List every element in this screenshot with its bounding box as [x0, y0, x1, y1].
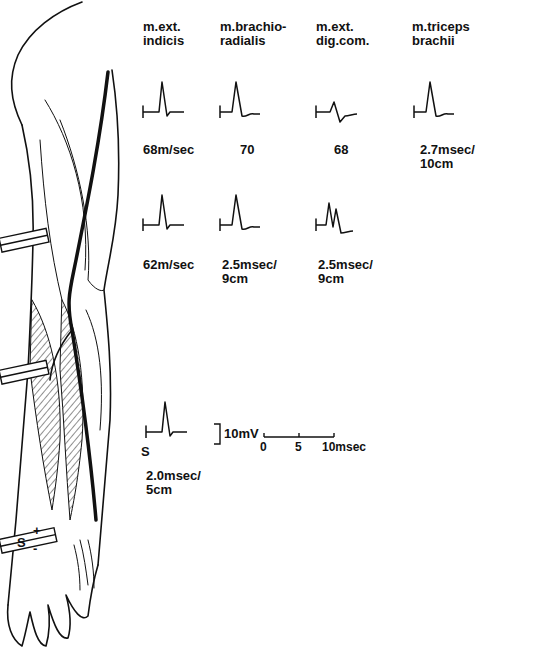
- tendon: [74, 540, 94, 590]
- velocity-label: 68m/sec: [143, 143, 194, 157]
- hand-outline: [8, 565, 98, 646]
- muscle-label: m.ext. indicis: [143, 20, 213, 48]
- radial-nerve: [69, 72, 108, 520]
- muscle-hatched: [30, 300, 60, 510]
- latency-label: 2.7msec/ 10cm: [420, 143, 492, 171]
- action-potential-trace: [143, 195, 184, 231]
- action-potential-trace: [220, 195, 260, 231]
- muscle-outline: [40, 140, 62, 300]
- action-potential-trace: [220, 82, 260, 118]
- arm-outline: [98, 70, 119, 565]
- latency-label: 2.5msec/ 9cm: [222, 258, 288, 286]
- shoulder-outline: [12, 2, 82, 125]
- time-scale: [264, 433, 334, 437]
- scale-label: 0: [260, 440, 267, 454]
- stimulating-electrode: [0, 528, 57, 553]
- action-potential-trace: [146, 402, 187, 438]
- action-potential-trace: [414, 82, 454, 118]
- polarity-sign: -: [33, 542, 37, 556]
- polarity-sign: +: [33, 524, 41, 538]
- stimulating-electrode: [0, 360, 49, 384]
- scale-label: 10mV: [224, 427, 259, 441]
- muscle-label: m.triceps brachii: [412, 20, 490, 48]
- action-potential-trace: [316, 102, 357, 122]
- amplitude-scale: [214, 424, 220, 444]
- latency-label: 2.5msec/ 9cm: [318, 258, 384, 286]
- stimulus-mark: S: [141, 445, 150, 459]
- nerve-branch: [50, 330, 72, 380]
- latency-label: 2.0msec/ 5cm: [146, 469, 212, 497]
- muscle-label: m.ext. dig.com.: [316, 20, 386, 48]
- scale-label: 5: [295, 440, 302, 454]
- velocity-label: 62m/sec: [143, 258, 194, 272]
- velocity-label: 68: [334, 143, 348, 157]
- action-potential-trace: [316, 203, 353, 233]
- stimulus-mark: S: [17, 536, 26, 550]
- stimulating-electrode: [0, 228, 49, 252]
- velocity-label: 70: [240, 143, 254, 157]
- muscle-outline: [86, 310, 101, 430]
- scale-label: 10msec: [322, 440, 366, 454]
- action-potential-trace: [143, 82, 184, 118]
- muscle-label: m.brachio- radialis: [220, 20, 310, 48]
